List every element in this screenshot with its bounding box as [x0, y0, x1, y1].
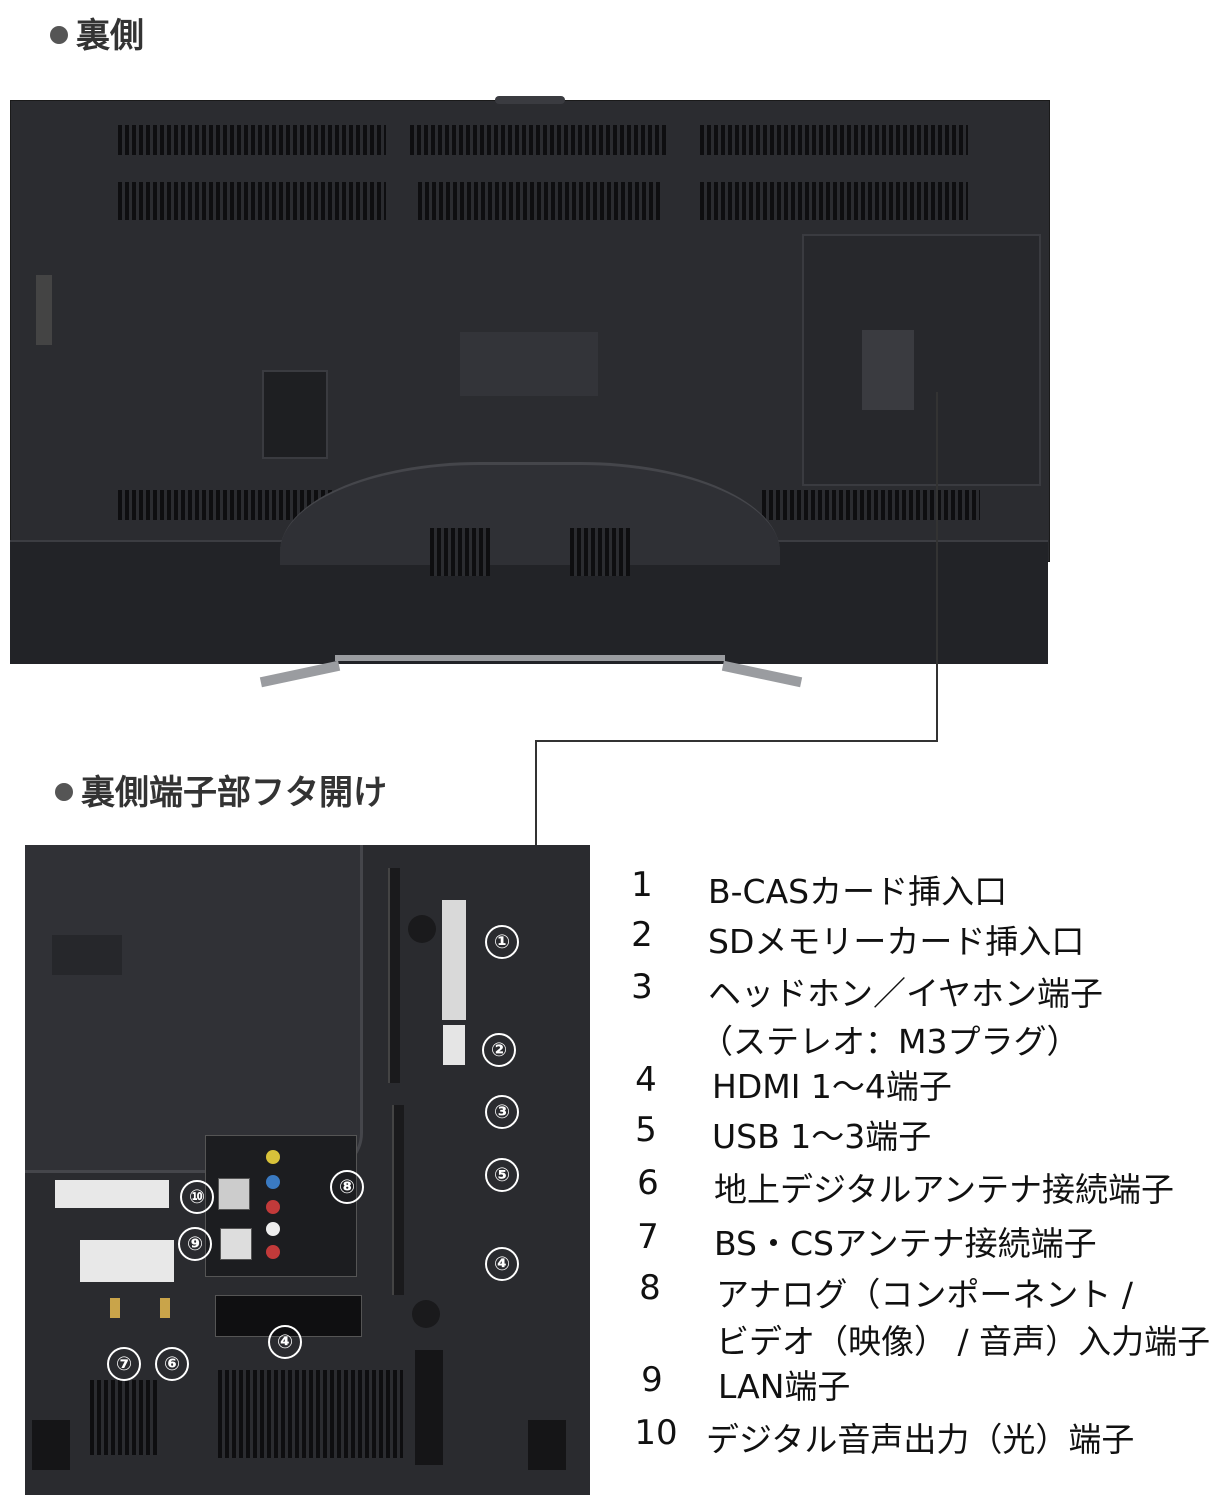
vent: [118, 182, 386, 220]
tv-stand: [259, 655, 803, 688]
label-area: [460, 332, 598, 396]
power-inlet: [262, 370, 328, 459]
video-jack: [266, 1150, 280, 1164]
pb-jack: [266, 1175, 280, 1189]
heading-terminals-open: 裏側端子部フタ開け: [55, 765, 387, 814]
callout-9: ⑨: [178, 1227, 212, 1261]
leader-line: [535, 740, 537, 880]
rail: [392, 1105, 404, 1295]
vent: [430, 528, 490, 576]
callout-10: ⑩: [180, 1180, 214, 1214]
list-item-text: デジタル音声出力（光）端子: [706, 1420, 1135, 1459]
vent: [118, 125, 386, 155]
terminal-cover: [802, 234, 1041, 486]
side-buttons: [36, 275, 52, 345]
vent: [418, 182, 660, 220]
callout-8: ⑧: [330, 1170, 364, 1204]
list-number: 4: [635, 1060, 657, 1100]
dolby-label: [55, 1180, 169, 1208]
list-number: 5: [635, 1110, 657, 1150]
list-item-text: アナログ（コンポーネント /: [716, 1275, 1133, 1314]
bracket: [415, 1350, 443, 1465]
list-number: 1: [631, 865, 653, 905]
list-number: 10: [634, 1413, 678, 1453]
lan-port: [220, 1228, 252, 1260]
vent: [700, 125, 968, 155]
pr-jack: [266, 1200, 280, 1214]
stand-leg-right: [721, 660, 803, 688]
list-item-subtext: ビデオ（映像） / 音声）入力端子: [716, 1322, 1210, 1361]
audio-r-jack: [266, 1245, 280, 1259]
callout-4: ④: [485, 1247, 519, 1281]
list-number: 7: [637, 1217, 659, 1257]
list-number: 3: [631, 967, 653, 1007]
leader-line: [936, 392, 938, 742]
audio-l-jack: [266, 1222, 280, 1236]
list-number: 8: [639, 1268, 661, 1308]
stand-mount: [280, 462, 780, 565]
list-number: 6: [637, 1163, 659, 1203]
list-item-text: ヘッドホン／イヤホン端子: [708, 974, 1104, 1013]
vent: [700, 182, 968, 220]
list-item-text: USB 1〜3端子: [712, 1117, 932, 1156]
vent: [90, 1380, 160, 1455]
heading-terminals-open-text: 裏側端子部フタ開け: [81, 773, 387, 813]
vent: [762, 490, 980, 520]
vent: [218, 1370, 403, 1458]
inner-cover: [25, 845, 363, 1173]
list-item-text: 地上デジタルアンテナ接続端子: [714, 1170, 1175, 1209]
foot: [528, 1420, 566, 1470]
stand-bar: [335, 655, 725, 661]
foot: [32, 1420, 70, 1470]
bs-cs-antenna-port: [110, 1298, 120, 1318]
list-item-text: BS・CSアンテナ接続端子: [714, 1224, 1097, 1263]
bullet-icon: [55, 782, 73, 801]
vent: [410, 125, 668, 155]
list-number: 9: [641, 1360, 663, 1400]
leader-line: [535, 740, 938, 742]
list-number: 2: [631, 915, 653, 955]
callout-2: ②: [482, 1033, 516, 1067]
callout-6: ⑥: [155, 1347, 189, 1381]
list-item-text: B-CASカード挿入口: [708, 872, 1008, 911]
callout-7: ⑦: [107, 1347, 141, 1381]
cover-label: [862, 330, 914, 410]
bcas-slot-label: [442, 900, 466, 1020]
vent: [570, 528, 630, 576]
callout-4-hdmi: ④: [268, 1325, 302, 1359]
label-area: [52, 935, 122, 975]
rail: [388, 868, 400, 1083]
callout-3: ③: [485, 1095, 519, 1129]
screw: [412, 1300, 440, 1328]
list-item-subtext: （ステレオ：M3プラグ）: [700, 1022, 1080, 1061]
bullet-icon: [50, 25, 68, 44]
callout-1: ①: [485, 925, 519, 959]
list-item-text: LAN端子: [718, 1367, 851, 1406]
screw: [408, 915, 436, 943]
heading-back-text: 裏側: [76, 16, 144, 56]
list-item-text: HDMI 1〜4端子: [712, 1067, 952, 1106]
sd-slot-label: [443, 1025, 465, 1065]
list-item-text: SDメモリーカード挿入口: [708, 922, 1085, 961]
antenna-label: [80, 1240, 174, 1282]
heading-back: 裏側: [50, 8, 144, 57]
callout-5: ⑤: [485, 1158, 519, 1192]
optical-port: [218, 1178, 250, 1210]
terrestrial-antenna-port: [160, 1298, 170, 1318]
tv-top-handle: [495, 96, 565, 104]
stand-leg-left: [259, 660, 341, 688]
